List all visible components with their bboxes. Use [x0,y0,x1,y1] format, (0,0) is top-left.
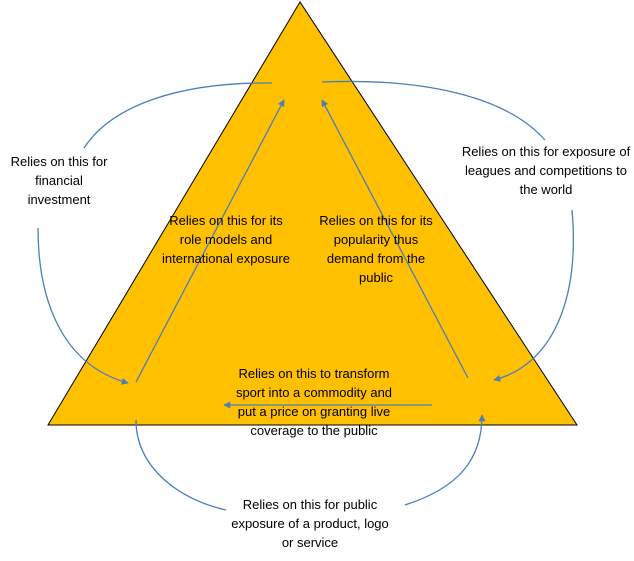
label-commodity: Relies on this to transform sport into a… [235,366,393,438]
arrow-outer-bottom-left [135,419,227,511]
arrow-outer-top-right [321,80,546,141]
arrow-inner-right [321,99,469,379]
arrow-outer-left [37,227,129,385]
arrow-outer-top-left [83,82,273,149]
label-popularity: Relies on this for its popularity thus d… [319,213,433,285]
label-public-exposure: Relies on this for public exposure of a … [231,497,389,550]
label-role-models: Relies on this for its role models and i… [162,213,290,266]
arrow-inner-left [135,99,285,383]
label-financial-investment: Relies on this for financial investment [10,154,108,207]
arrow-outer-right [493,209,574,382]
arrow-outer-bottom-right [404,414,486,506]
label-exposure-leagues: Relies on this for exposure of leagues a… [461,144,631,197]
triangle [47,1,578,426]
